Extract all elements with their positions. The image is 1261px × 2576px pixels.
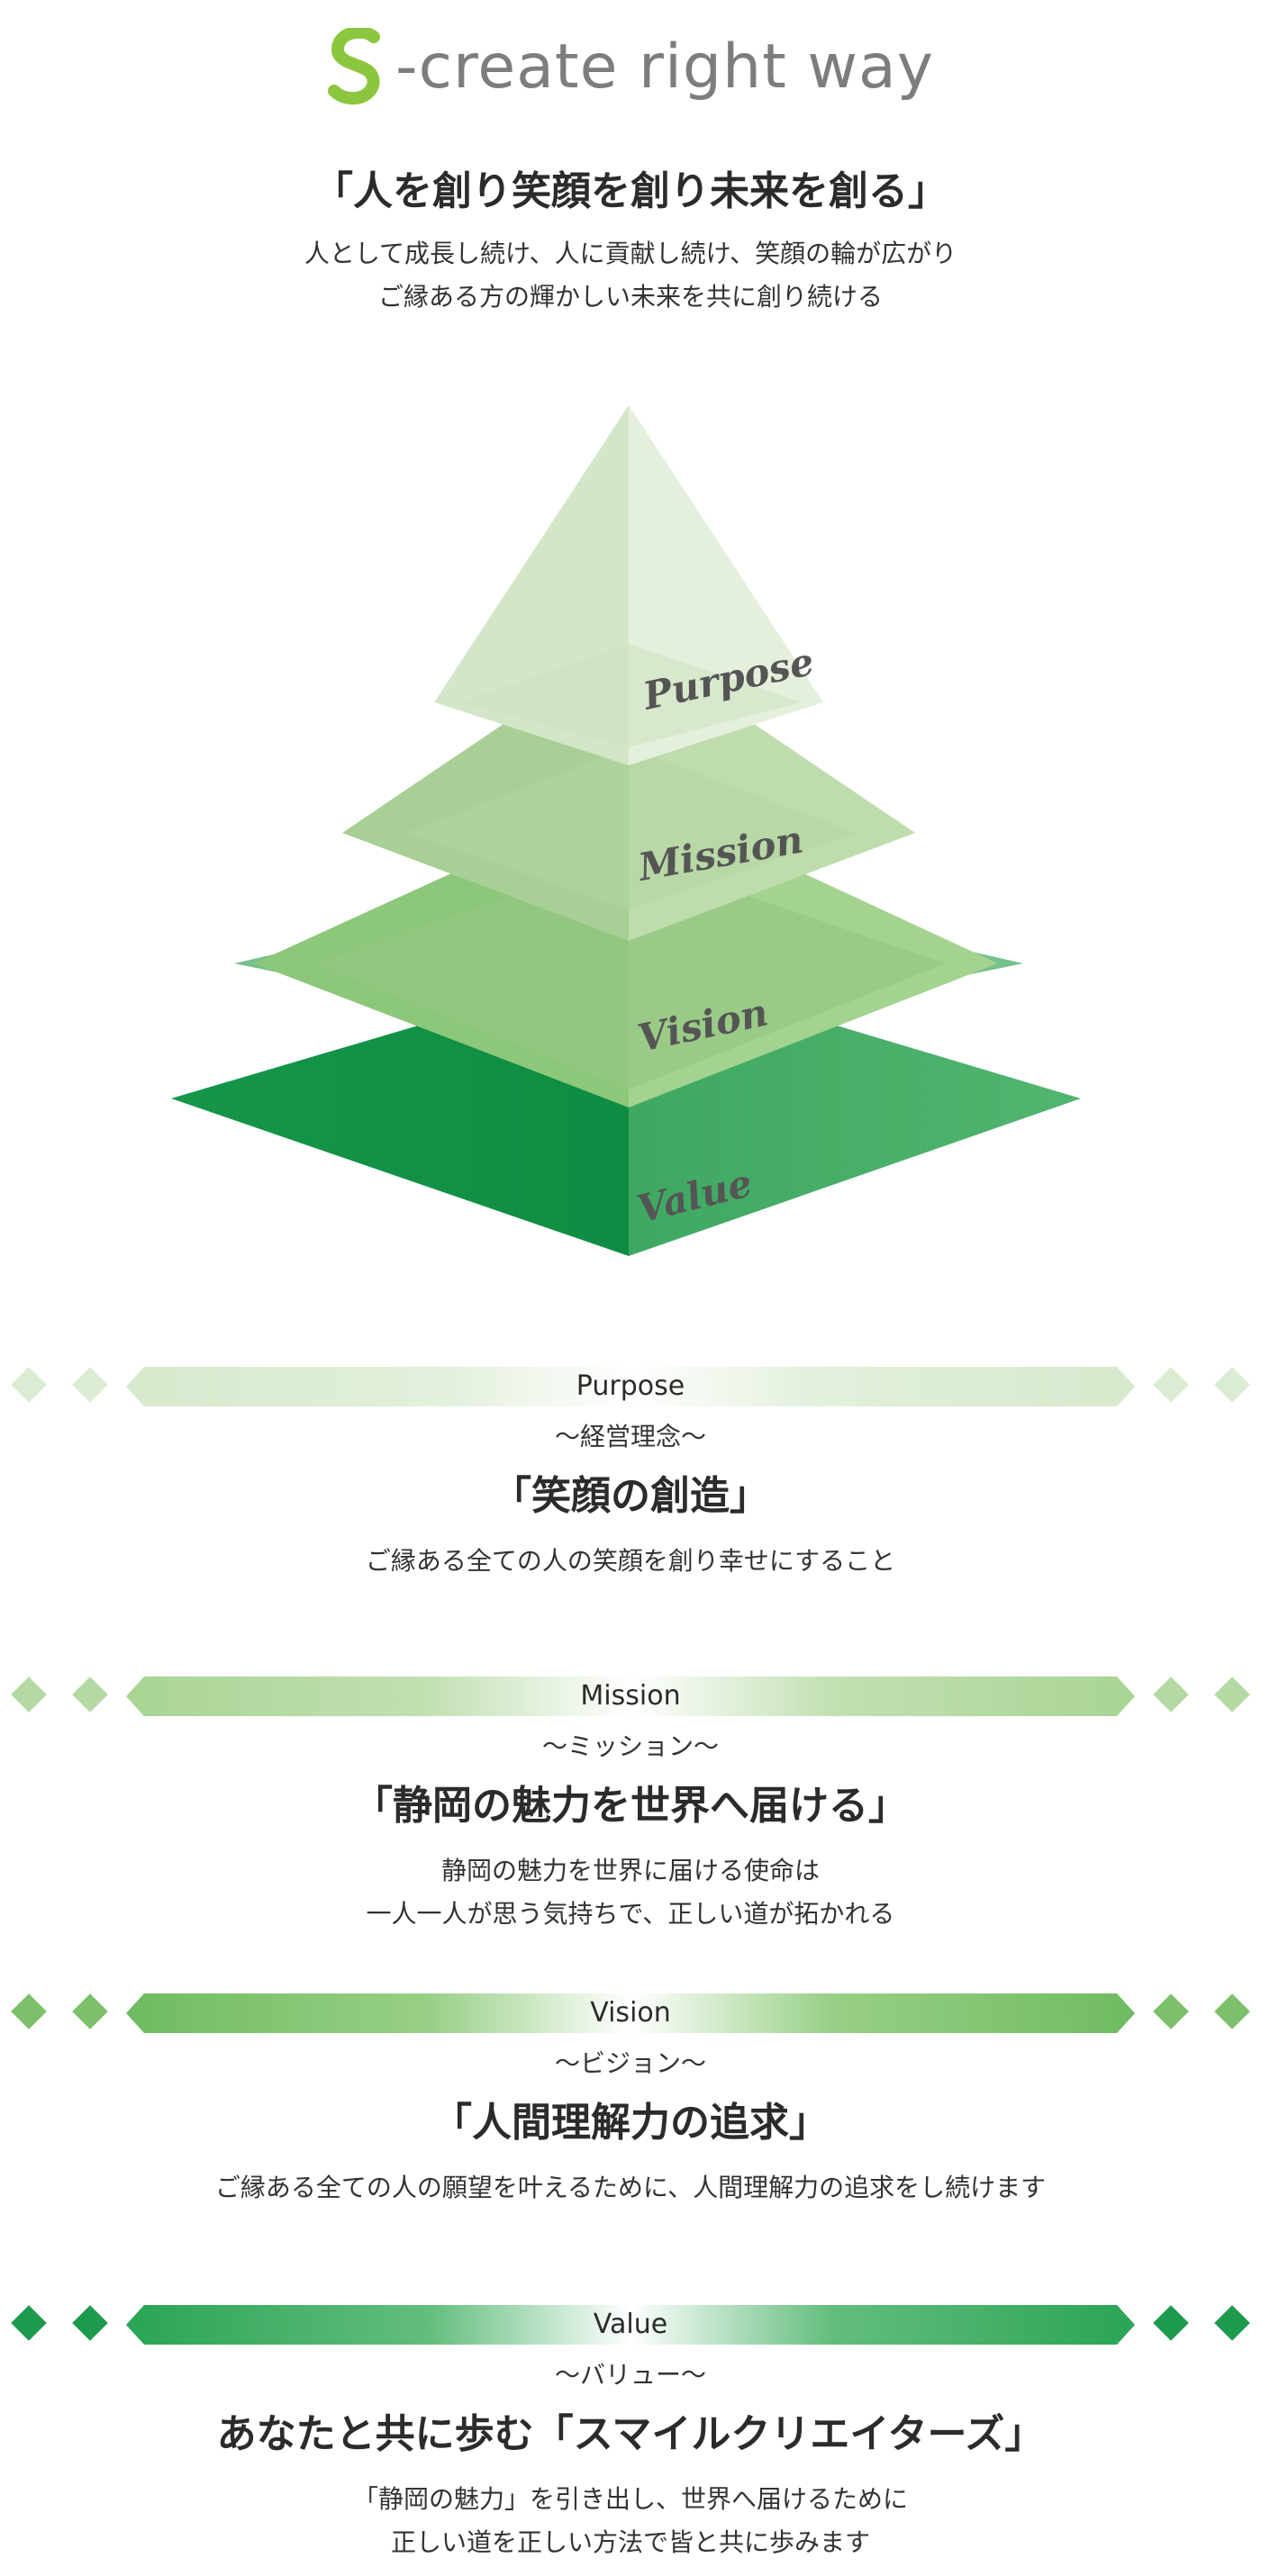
section-subtitle: 〜ビジョン〜 bbox=[554, 2048, 706, 2078]
section-heading: 「静岡の魅力を世界へ届ける」 bbox=[353, 1783, 908, 1829]
section-description: 静岡の魅力を世界に届ける使命は 一人一人が思う気持ちで、正しい道が拓かれる bbox=[0, 1849, 1261, 1936]
section-subtitle: 〜ミッション〜 bbox=[541, 1731, 719, 1761]
description-line: 一人一人が思う気持ちで、正しい道が拓かれる bbox=[366, 1899, 895, 1929]
section-heading: あなたと共に歩む「スマイルクリエイターズ」 bbox=[216, 2411, 1045, 2457]
section-mission: Mission 〜ミッション〜 「静岡の魅力を世界へ届ける」 静岡の魅力を世界に… bbox=[0, 1677, 1261, 1936]
page-title: 「人を創り笑顔を創り未来を創る」 bbox=[313, 168, 948, 214]
pyramid-diagram: Purpose Mission Vision Value bbox=[171, 405, 1090, 1270]
section-heading: 「人間理解力の追求」 bbox=[432, 2100, 829, 2146]
band-bar bbox=[126, 1367, 1135, 1406]
band-bar bbox=[126, 1993, 1135, 2033]
section-heading: 「笑顔の創造」 bbox=[492, 1473, 769, 1519]
band-label: Vision bbox=[590, 1997, 671, 2029]
description-line: 正しい道を正しい方法で皆と共に歩みます bbox=[390, 2527, 870, 2557]
description-line: ご縁ある全ての人の笑顔を創り幸せにすること bbox=[365, 1546, 896, 1576]
section-description: 「静岡の魅力」を引き出し、世界へ届けるために 正しい道を正しい方法で皆と共に歩み… bbox=[0, 2478, 1261, 2564]
band-label: Value bbox=[593, 2309, 668, 2340]
section-description: ご縁ある全ての人の笑顔を創り幸せにすること bbox=[0, 1540, 1261, 1583]
description-line: ご縁ある全ての人の願望を叶えるために、人間理解力の追求をし続けます bbox=[214, 2173, 1047, 2202]
band-bar bbox=[126, 2305, 1135, 2345]
logo-mark-icon bbox=[328, 28, 381, 105]
section-band: Purpose bbox=[0, 1367, 1261, 1406]
intro-text: 人として成長し続け、人に貢献し続け、笑顔の輪が広がり ご縁ある方の輝かしい未来を… bbox=[0, 232, 1261, 319]
section-description: ご縁ある全ての人の願望を叶えるために、人間理解力の追求をし続けます bbox=[0, 2166, 1261, 2210]
section-band: Mission bbox=[0, 1677, 1261, 1716]
band-bar bbox=[126, 1677, 1135, 1716]
logo: -create right way bbox=[0, 22, 1261, 112]
band-label: Mission bbox=[580, 1680, 681, 1712]
section-value: Value 〜バリュー〜 あなたと共に歩む「スマイルクリエイターズ」 「静岡の魅… bbox=[0, 2305, 1261, 2564]
section-band: Vision bbox=[0, 1993, 1261, 2033]
section-band: Value bbox=[0, 2305, 1261, 2345]
section-purpose: Purpose 〜経営理念〜 「笑顔の創造」 ご縁ある全ての人の笑顔を創り幸せに… bbox=[0, 1367, 1261, 1583]
intro-line: ご縁ある方の輝かしい未来を共に創り続ける bbox=[377, 282, 883, 312]
logo-text: -create right way bbox=[395, 31, 934, 103]
section-subtitle: 〜バリュー〜 bbox=[554, 2360, 706, 2390]
section-subtitle: 〜経営理念〜 bbox=[554, 1422, 706, 1451]
band-label: Purpose bbox=[576, 1370, 685, 1402]
intro-line: 人として成長し続け、人に貢献し続け、笑顔の輪が広がり bbox=[304, 239, 957, 268]
section-vision: Vision 〜ビジョン〜 「人間理解力の追求」 ご縁ある全ての人の願望を叶える… bbox=[0, 1993, 1261, 2210]
description-line: 静岡の魅力を世界に届ける使命は bbox=[440, 1856, 820, 1885]
description-line: 「静岡の魅力」を引き出し、世界へ届けるために bbox=[352, 2484, 908, 2514]
